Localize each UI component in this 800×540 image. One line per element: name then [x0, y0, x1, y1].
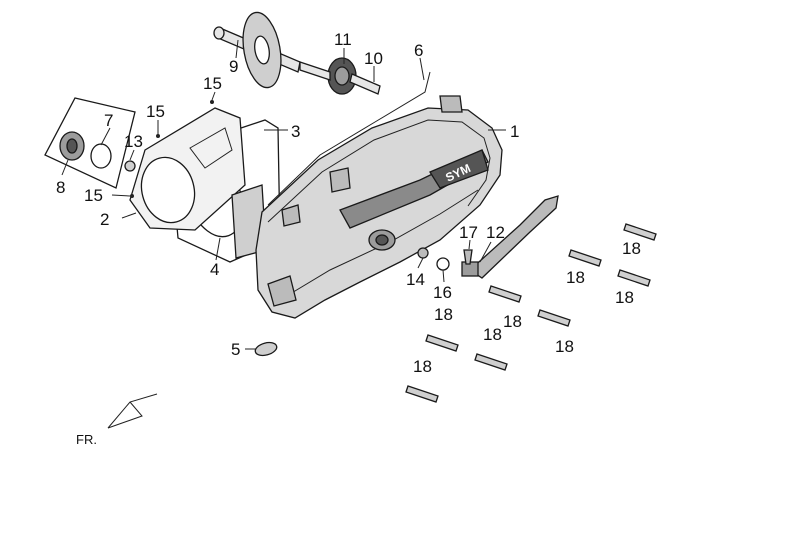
label-9: 9: [229, 57, 238, 76]
bolt: [537, 309, 571, 327]
part-number-labels: 1 2 3 4 5 6 7 8 9 10 11 12 13 14 15 15 1…: [56, 30, 641, 376]
label-8: 8: [56, 178, 65, 197]
label-12: 12: [486, 223, 505, 242]
label-2: 2: [100, 210, 109, 229]
part-9-gear: [242, 11, 282, 89]
bolt: [568, 249, 602, 267]
label-15b: 15: [146, 102, 165, 121]
label-16: 16: [433, 283, 452, 302]
label-18g: 18: [483, 325, 502, 344]
label-11: 11: [334, 30, 352, 49]
bolt: [623, 223, 657, 241]
label-4: 4: [210, 260, 219, 279]
part-11-spring: [299, 57, 381, 95]
leader-lines: [61, 39, 506, 350]
part-8-bearing: [44, 97, 136, 189]
label-7: 7: [104, 111, 113, 130]
bolt: [405, 385, 439, 403]
bolt: [474, 353, 508, 371]
label-10: 10: [364, 49, 383, 68]
part-6-seal: [267, 71, 431, 206]
label-15c: 15: [84, 186, 103, 205]
label-18c: 18: [615, 288, 634, 307]
label-1: 1: [510, 122, 519, 141]
label-14: 14: [406, 270, 425, 289]
label-15a: 15: [203, 74, 222, 93]
label-18a: 18: [622, 239, 641, 258]
label-3: 3: [291, 122, 300, 141]
label-5: 5: [231, 340, 240, 359]
front-marker-label: FR.: [76, 432, 97, 447]
part-14-washer: [417, 247, 429, 259]
label-18h: 18: [413, 357, 432, 376]
part-5-cap: [254, 341, 278, 357]
bolt: [617, 269, 651, 287]
bolt: [425, 334, 459, 352]
label-13: 13: [124, 132, 143, 151]
part-1-crankcase-cover: SYM: [255, 95, 503, 319]
part-2-inner-plate: [129, 100, 246, 231]
part-17-pin: [463, 249, 473, 265]
bolt: [488, 285, 522, 303]
part-18-bolts: [405, 223, 657, 403]
label-18b: 18: [566, 268, 585, 287]
label-17: 17: [459, 223, 478, 242]
part-13-washer: [124, 160, 136, 172]
label-6: 6: [414, 41, 423, 60]
label-18d: 18: [503, 312, 522, 331]
front-direction-arrow: FR.: [76, 393, 158, 447]
part-16-ring: [436, 257, 450, 271]
label-18e: 18: [555, 337, 574, 356]
label-18f: 18: [434, 305, 453, 324]
